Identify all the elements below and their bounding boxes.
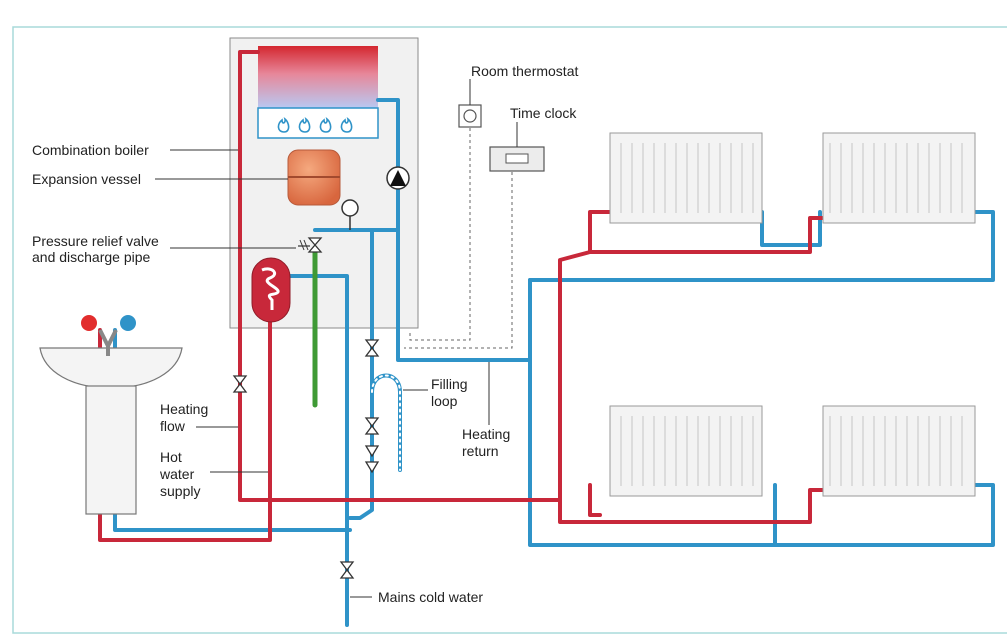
radiator-upper-right: [822, 132, 976, 224]
label-heating-return-line1: Heating: [462, 426, 510, 442]
label-heating-flow-line1: Heating: [160, 401, 208, 417]
wash-basin: [39, 347, 183, 515]
radiator-upper-left: [609, 132, 763, 224]
label-hot-water-line3: supply: [160, 483, 200, 499]
label-time-clock: Time clock: [510, 105, 577, 121]
label-mains-cold-water: Mains cold water: [378, 589, 483, 605]
expansion-vessel: [287, 149, 341, 206]
label-filling-loop-line2: loop: [431, 393, 458, 409]
control-wiring: [404, 128, 513, 349]
radiator-icon: [609, 132, 976, 497]
label-filling-loop-line1: Filling: [431, 376, 468, 392]
filling-loop: [370, 373, 402, 472]
pressure-relief-valve: [298, 237, 323, 253]
label-discharge-pipe: and discharge pipe: [32, 249, 151, 265]
tap-icon: [81, 315, 136, 356]
pump-icon: [386, 166, 410, 190]
label-expansion-vessel: Expansion vessel: [32, 171, 141, 187]
radiator-lower-left: [609, 405, 763, 497]
valve-icon: [232, 339, 380, 579]
heat-exchanger: [258, 46, 378, 108]
time-clock: [489, 146, 545, 172]
room-thermostat: [458, 104, 482, 128]
flame-icon: [277, 117, 353, 133]
pressure-gauge-icon: [341, 199, 359, 230]
pipework: [98, 50, 995, 627]
hot-water-cylinder: [251, 257, 291, 323]
label-combination-boiler: Combination boiler: [32, 142, 149, 158]
label-heating-return-line2: return: [462, 443, 499, 459]
label-pressure-relief-valve: Pressure relief valve: [32, 233, 159, 249]
label-hot-water-line1: Hot: [160, 449, 182, 465]
label-hot-water-line2: water: [159, 466, 195, 482]
radiator-lower-right: [822, 405, 976, 497]
leader-lines: [155, 79, 518, 598]
label-room-thermostat: Room thermostat: [471, 63, 578, 79]
label-heating-flow-line2: flow: [160, 418, 186, 434]
diagram-labels: Combination boiler Expansion vessel Pres…: [32, 63, 578, 605]
